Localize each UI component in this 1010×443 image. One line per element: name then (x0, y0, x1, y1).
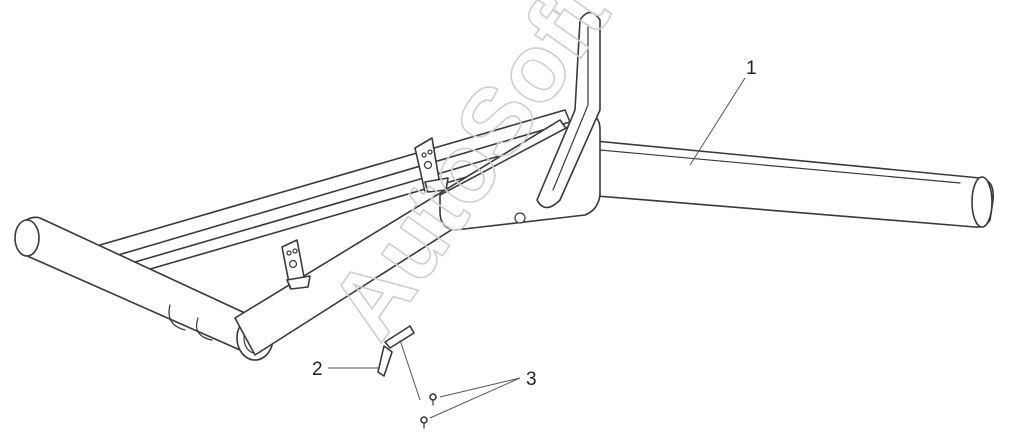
mounting-bracket-upper (414, 137, 449, 193)
right-arm-tube (584, 139, 995, 228)
part-3-screws (420, 393, 437, 429)
callout-label-2: 2 (312, 359, 323, 380)
callout-label-3: 3 (526, 369, 537, 390)
lever-loop (536, 11, 601, 209)
callout-label-1: 1 (746, 58, 757, 79)
part-2-clip (377, 325, 415, 377)
leader-lines (328, 77, 746, 419)
mounting-bracket-lower (281, 239, 311, 290)
